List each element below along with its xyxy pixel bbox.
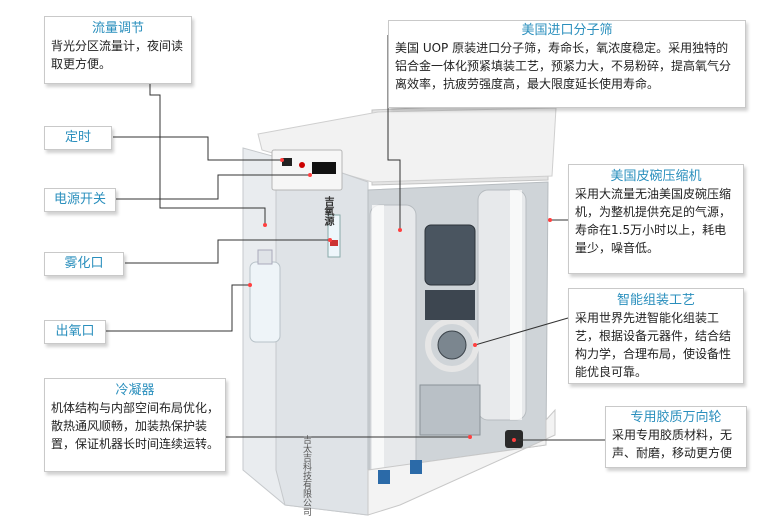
base: [367, 408, 556, 516]
base-text: 吉太吉科技有限公司: [301, 435, 311, 516]
callout-wheels-body: 采用专用胶质材料，无声、耐磨，移动更方便: [612, 428, 733, 460]
flowmeter: [327, 214, 341, 258]
callout-condenser-title: 冷凝器: [115, 383, 155, 398]
callout-condenser: 冷凝器 机体结构与内部空间布局优化，散热通风顺畅，加装热保护装置，保证机器长时间…: [44, 378, 226, 472]
timer-display: [282, 158, 292, 166]
callout-sieve-body: 美国 UOP 原装进口分子筛，寿命长，氧浓度稳定。采用独特的铝合金一体化预紧填装…: [395, 41, 732, 91]
callout-compressor: 美国皮碗压缩机 采用大流量无油美国皮碗压缩机，为整机提供充足的气源，寿命在1.5…: [568, 164, 744, 274]
callout-condenser-body: 机体结构与内部空间布局优化，散热通风顺畅，加装热保护装置，保证机器长时间连续运转…: [51, 401, 220, 451]
callout-sieve-title: 美国进口分子筛: [521, 23, 613, 38]
callout-assembly: 智能组装工艺 采用世界先进智能化组装工艺，根据设备元器件，结合结构力学，合理布局…: [568, 288, 744, 384]
callout-wheels-title: 专用胶质万向轮: [630, 410, 722, 425]
callout-compressor-title: 美国皮碗压缩机: [610, 169, 702, 184]
brand-vertical: 吉氧源: [322, 196, 333, 226]
indicator-dots: [248, 158, 552, 442]
label-atomizer: 雾化口: [44, 252, 124, 276]
label-timer: 定时: [44, 126, 112, 150]
compressor: [424, 224, 476, 286]
callout-wheels: 专用胶质万向轮 采用专用胶质材料，无声、耐磨，移动更方便: [605, 406, 747, 468]
callout-assembly-body: 采用世界先进智能化组装工艺，根据设备元器件，结合结构力学，合理布局，使设备性能优…: [575, 311, 732, 379]
power-display: [312, 162, 336, 174]
callout-flow: 流量调节 背光分区流量计，夜间读取更方便。: [44, 16, 192, 84]
power-indicator: [299, 162, 305, 168]
callout-assembly-title: 智能组装工艺: [616, 293, 695, 308]
connector-lines: [106, 35, 605, 441]
callout-compressor-body: 采用大流量无油美国皮碗压缩机，为整机提供充足的气源，寿命在1.5万小时以上，耗电…: [575, 187, 732, 255]
label-power: 电源开关: [44, 188, 116, 212]
callout-sieve: 美国进口分子筛 美国 UOP 原装进口分子筛，寿命长，氧浓度稳定。采用独特的铝合…: [388, 20, 746, 108]
humidifier-bottle: [249, 261, 281, 343]
label-oxygen-outlet: 出氧口: [44, 320, 106, 344]
callout-flow-title: 流量调节: [91, 21, 144, 36]
callout-flow-body: 背光分区流量计，夜间读取更方便。: [51, 39, 184, 71]
